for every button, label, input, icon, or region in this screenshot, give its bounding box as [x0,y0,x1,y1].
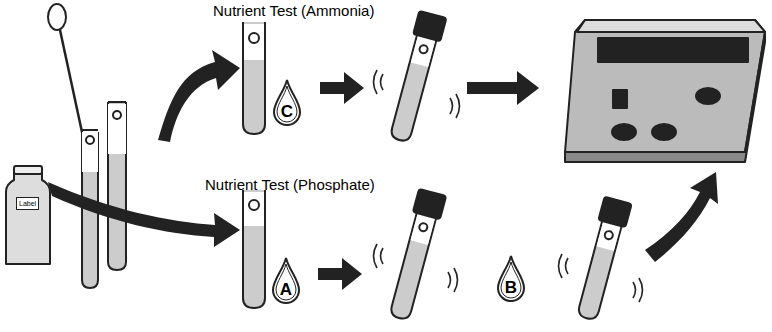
label-text: Label [19,198,36,209]
bottle-label: Label [16,197,39,210]
drop-letter: C [272,102,302,122]
section-title: Nutrient Test (Ammonia) [213,2,374,19]
section-title: Nutrient Test (Phosphate) [205,176,375,193]
reagent-drop: B [496,254,526,304]
drop-letter: B [496,278,526,298]
reagent-drop: A [271,256,301,306]
reagent-drop: C [272,78,302,128]
drop-letter: A [271,280,301,300]
